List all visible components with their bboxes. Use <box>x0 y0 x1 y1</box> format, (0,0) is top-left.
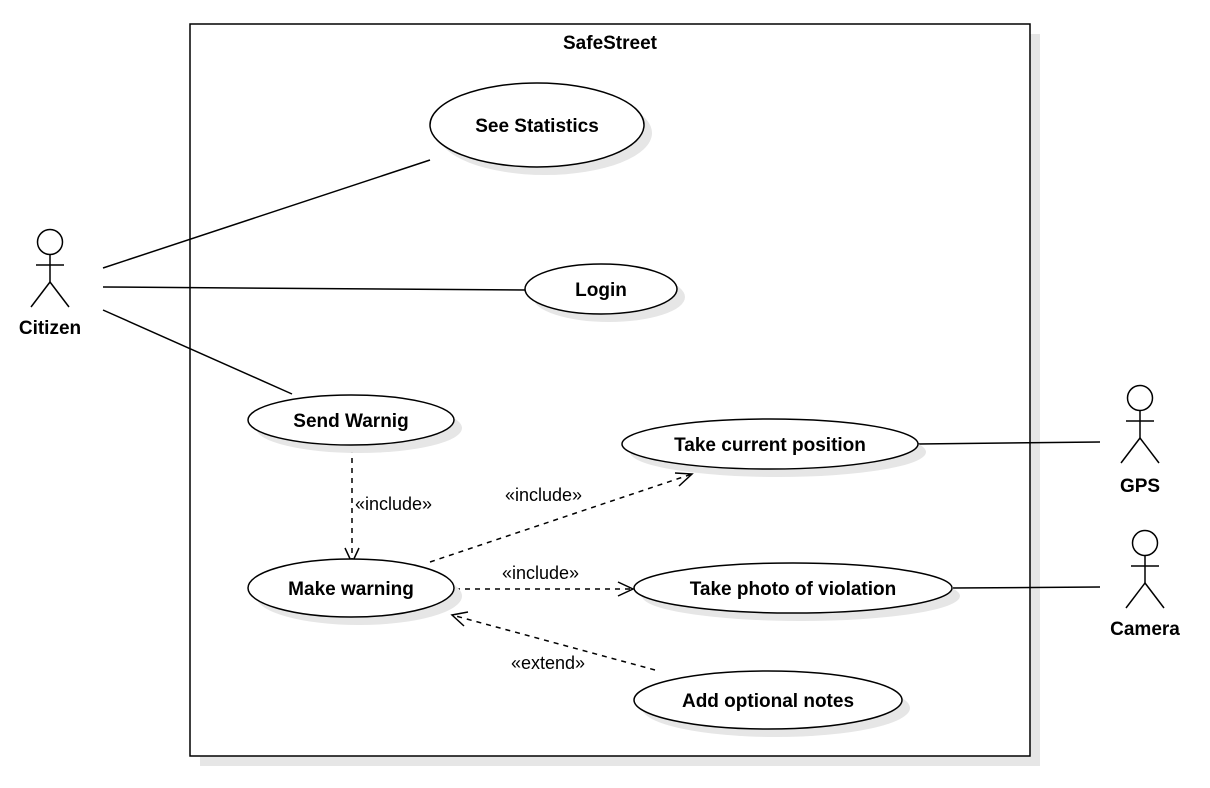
association-camera-photo <box>952 586 1101 589</box>
citizen-stick-figure-icon <box>30 228 70 308</box>
use-case-see-statistics: See Statistics <box>429 82 652 175</box>
include-make-to-photo-arrowhead <box>617 581 635 597</box>
use-case-add-optional-notes: Add optional notes <box>633 670 910 737</box>
association-gps-position <box>917 441 1101 445</box>
include-make-to-photo-label: «include» <box>502 563 579 583</box>
dependencies: «include» «include» «include» «extend» <box>344 448 694 673</box>
use-case-send-warning: Send Warnig <box>247 394 462 453</box>
include-make-to-position-line <box>429 473 693 563</box>
use-case-send-warning-label: Send Warnig <box>293 411 408 432</box>
use-case-take-current-position: Take current position <box>621 418 926 477</box>
actor-citizen-label: Citizen <box>19 318 81 339</box>
system-title: SafeStreet <box>563 33 658 54</box>
use-case-take-photo: Take photo of violation <box>633 562 960 621</box>
use-case-take-photo-label: Take photo of violation <box>690 579 897 600</box>
actor-camera: Camera <box>1110 529 1180 640</box>
association-citizen-send-warning <box>102 309 293 395</box>
actor-gps: GPS <box>1120 384 1160 497</box>
use-case-make-warning: Make warning <box>247 558 462 625</box>
associations <box>102 159 1101 589</box>
include-make-to-position-label: «include» <box>505 485 582 505</box>
actor-camera-label: Camera <box>1110 619 1180 640</box>
use-case-take-current-position-label: Take current position <box>674 435 866 456</box>
gps-stick-figure-icon <box>1120 384 1160 464</box>
use-case-make-warning-label: Make warning <box>288 579 414 600</box>
extend-notes-to-make-label: «extend» <box>511 653 585 673</box>
use-case-add-optional-notes-label: Add optional notes <box>682 691 854 712</box>
association-citizen-statistics <box>102 159 431 269</box>
actor-gps-label: GPS <box>1120 476 1160 497</box>
use-case-login-label: Login <box>575 280 627 301</box>
actor-citizen: Citizen <box>19 228 81 339</box>
extend-notes-to-make-arrowhead <box>450 611 469 627</box>
include-send-to-make-label: «include» <box>355 494 432 514</box>
include-make-to-position-arrowhead <box>674 472 694 487</box>
association-citizen-login <box>102 286 527 291</box>
camera-stick-figure-icon <box>1125 529 1165 609</box>
use-case-login: Login <box>524 263 685 322</box>
use-case-see-statistics-label: See Statistics <box>475 116 599 137</box>
